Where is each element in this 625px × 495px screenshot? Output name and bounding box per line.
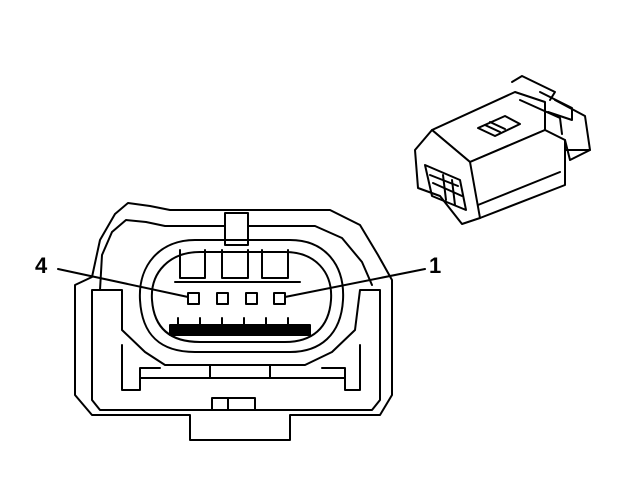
callout-line-1 [284,268,426,298]
pin-callout-4: 4 [35,253,48,278]
callout-line-4 [57,268,189,298]
connector-isometric-view [414,75,591,225]
pin-3-cavity [216,292,229,305]
pin-1-cavity [273,292,286,305]
pin-callout-1: 1 [429,253,442,278]
pin-4-cavity [187,292,200,305]
connector-face-view [74,202,393,441]
pin-2-cavity [245,292,258,305]
